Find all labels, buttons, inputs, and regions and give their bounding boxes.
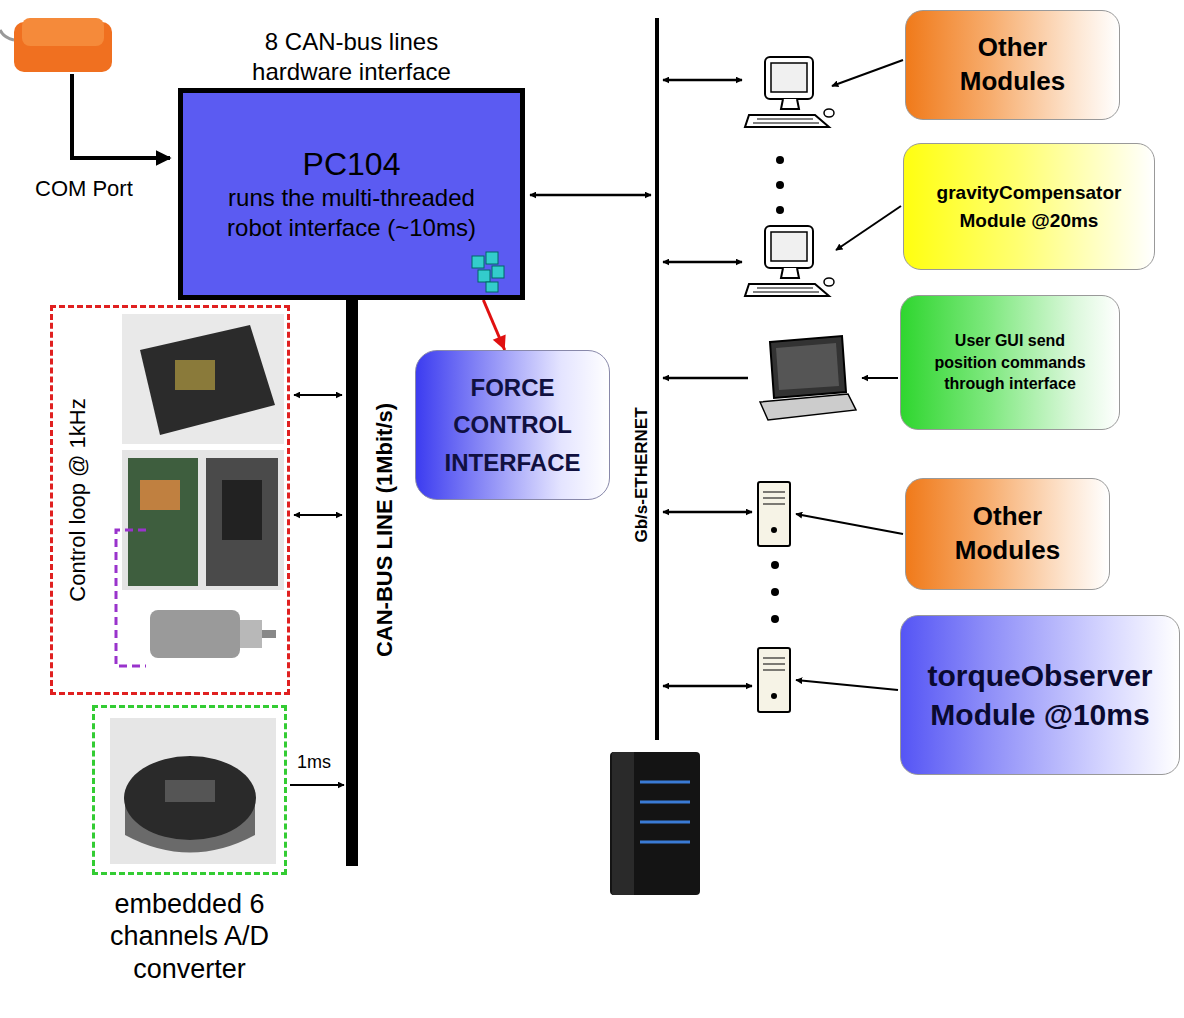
module-box: Other Modules	[905, 478, 1110, 590]
module-box: User GUI send position commands through …	[900, 295, 1120, 430]
group-box: embedded 6 channels A/D converter	[92, 705, 287, 875]
text-stack: Other Modules	[920, 500, 1095, 568]
bus-label: CAN-BUS LINE (1Mbit/s)	[372, 403, 398, 657]
text-stack: Other Modules	[925, 31, 1100, 99]
interface-box: FORCE CONTROL INTERFACE	[415, 350, 610, 500]
timing-label: 1ms	[297, 752, 331, 773]
module-label: Other Modules	[920, 500, 1095, 568]
text-stack: gravityCompensator Module @20ms	[919, 179, 1139, 234]
computer-box: 8 CAN-bus lines hardware interfacePC104r…	[178, 88, 525, 300]
module-box: Other Modules	[905, 10, 1120, 120]
box-heading: 8 CAN-bus lines hardware interface	[212, 27, 492, 87]
text-stack: FORCE CONTROL INTERFACE	[433, 369, 593, 481]
group-label: Control loop @ 1kHz	[65, 398, 91, 601]
text-stack: PC104runs the multi-threaded robot inter…	[202, 145, 502, 243]
connector	[483, 300, 505, 350]
box-label: FORCE CONTROL INTERFACE	[433, 369, 593, 481]
text-stack: torqueObserver Module @10ms	[915, 656, 1165, 734]
bus-label: Gb/s-ETHERNET	[632, 407, 652, 542]
port-label: COM Port	[35, 176, 133, 202]
text-stack: User GUI send position commands through …	[930, 330, 1090, 395]
connector-line	[483, 300, 504, 350]
group-box: Control loop @ 1kHz	[50, 305, 290, 695]
module-box: gravityCompensator Module @20ms	[903, 143, 1155, 270]
module-label: gravityCompensator Module @20ms	[919, 179, 1139, 234]
group-label: embedded 6 channels A/D converter	[80, 888, 300, 985]
box-body: runs the multi-threaded robot interface …	[202, 183, 502, 243]
module-label: Other Modules	[925, 31, 1100, 99]
module-label: User GUI send position commands through …	[930, 330, 1090, 395]
arrow-head	[493, 334, 506, 350]
box-title: PC104	[303, 145, 401, 183]
module-label: torqueObserver Module @10ms	[915, 656, 1165, 734]
module-box: torqueObserver Module @10ms	[900, 615, 1180, 775]
